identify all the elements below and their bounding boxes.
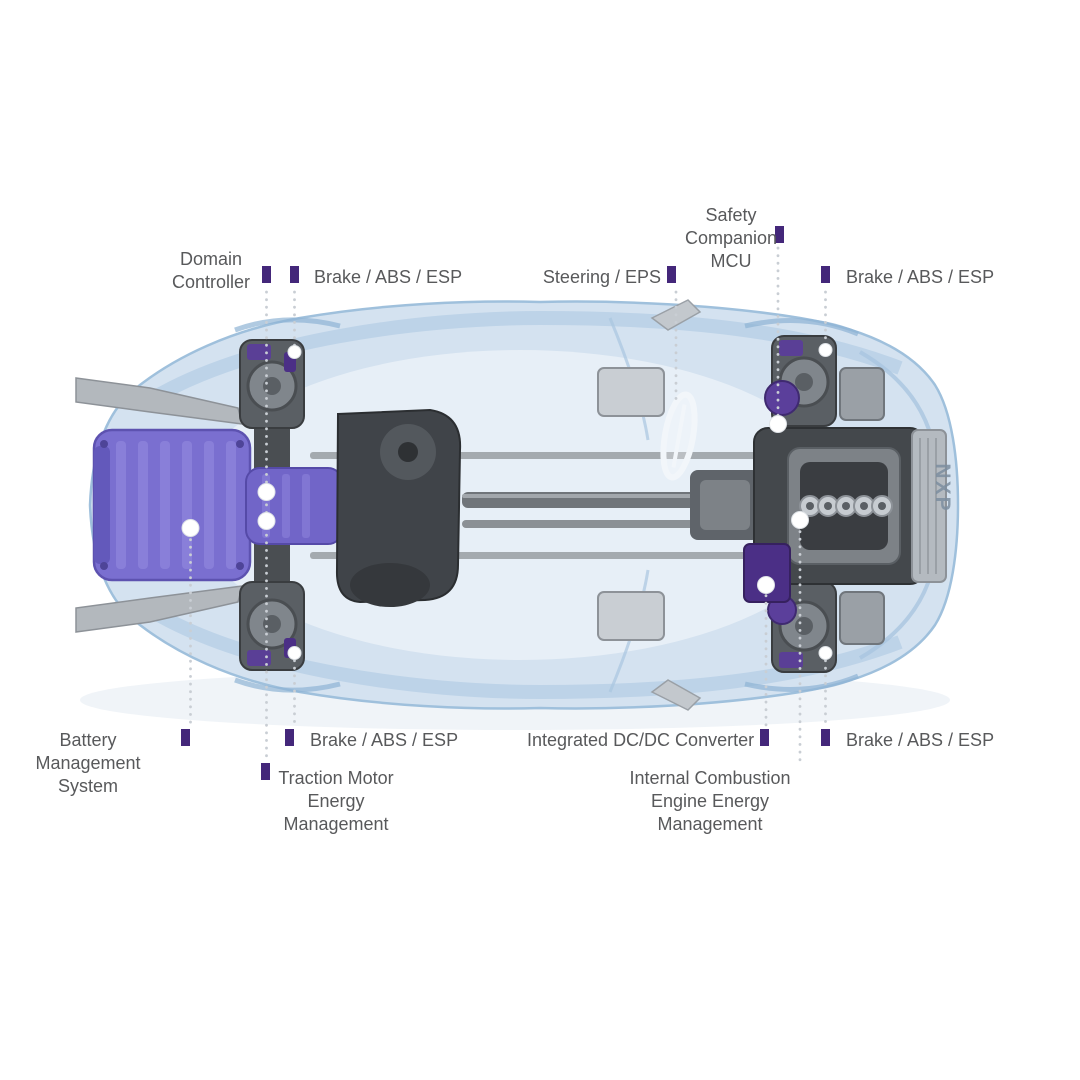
mirror-bottom	[650, 679, 702, 711]
label-safety-companion-mcu: Safety Companion MCU	[684, 205, 778, 271]
rear-axle	[239, 339, 305, 671]
cabin-units	[597, 367, 665, 641]
marker-battery-management	[181, 729, 190, 746]
label-brake-bottom-right: Brake / ABS / ESP	[846, 730, 995, 750]
label-traction-motor-energy-management: Traction Motor Energy Management	[278, 768, 394, 834]
marker-brake-bottom-left	[285, 729, 294, 746]
anchor-dots	[181, 343, 833, 660]
marker-safety-companion-mcu	[775, 226, 784, 243]
brake-caliper-top-left	[247, 344, 271, 360]
engine-block	[743, 427, 947, 603]
marker-brake-top-left	[290, 266, 299, 283]
label-domain-controller: Domain Controller	[171, 249, 251, 292]
label-integrated-dcdc-converter: Integrated DC/DC Converter	[527, 730, 755, 750]
dcdc-converter-unit	[743, 543, 791, 603]
gearbox	[335, 408, 462, 607]
marker-brake-bottom-right	[821, 729, 830, 746]
label-steering-eps: Steering / EPS	[542, 267, 661, 287]
safety-mcu-unit	[764, 380, 800, 416]
brake-caliper-bottom-left	[247, 650, 271, 666]
marker-domain-controller	[262, 266, 271, 283]
label-brake-bottom-left: Brake / ABS / ESP	[310, 730, 459, 750]
motor-coupling	[245, 467, 343, 545]
brake-caliper-top-right	[779, 340, 803, 356]
marker-traction-motor	[261, 763, 270, 780]
marker-brake-top-right	[821, 266, 830, 283]
brake-caliper-bottom-right	[779, 652, 803, 668]
label-brake-top-right: Brake / ABS / ESP	[846, 267, 995, 287]
marker-dcdc-converter	[760, 729, 769, 746]
marker-steering-eps	[667, 266, 676, 283]
label-battery-management-system: Battery Management System	[35, 730, 141, 796]
label-brake-top-left: Brake / ABS / ESP	[314, 267, 463, 287]
label-ice-energy-management: Internal Combustion Engine Energy Manage…	[629, 768, 791, 834]
leader-lines	[189, 246, 827, 762]
brand-logo: NXP	[931, 463, 954, 512]
steering-wheel-icon	[660, 391, 698, 481]
